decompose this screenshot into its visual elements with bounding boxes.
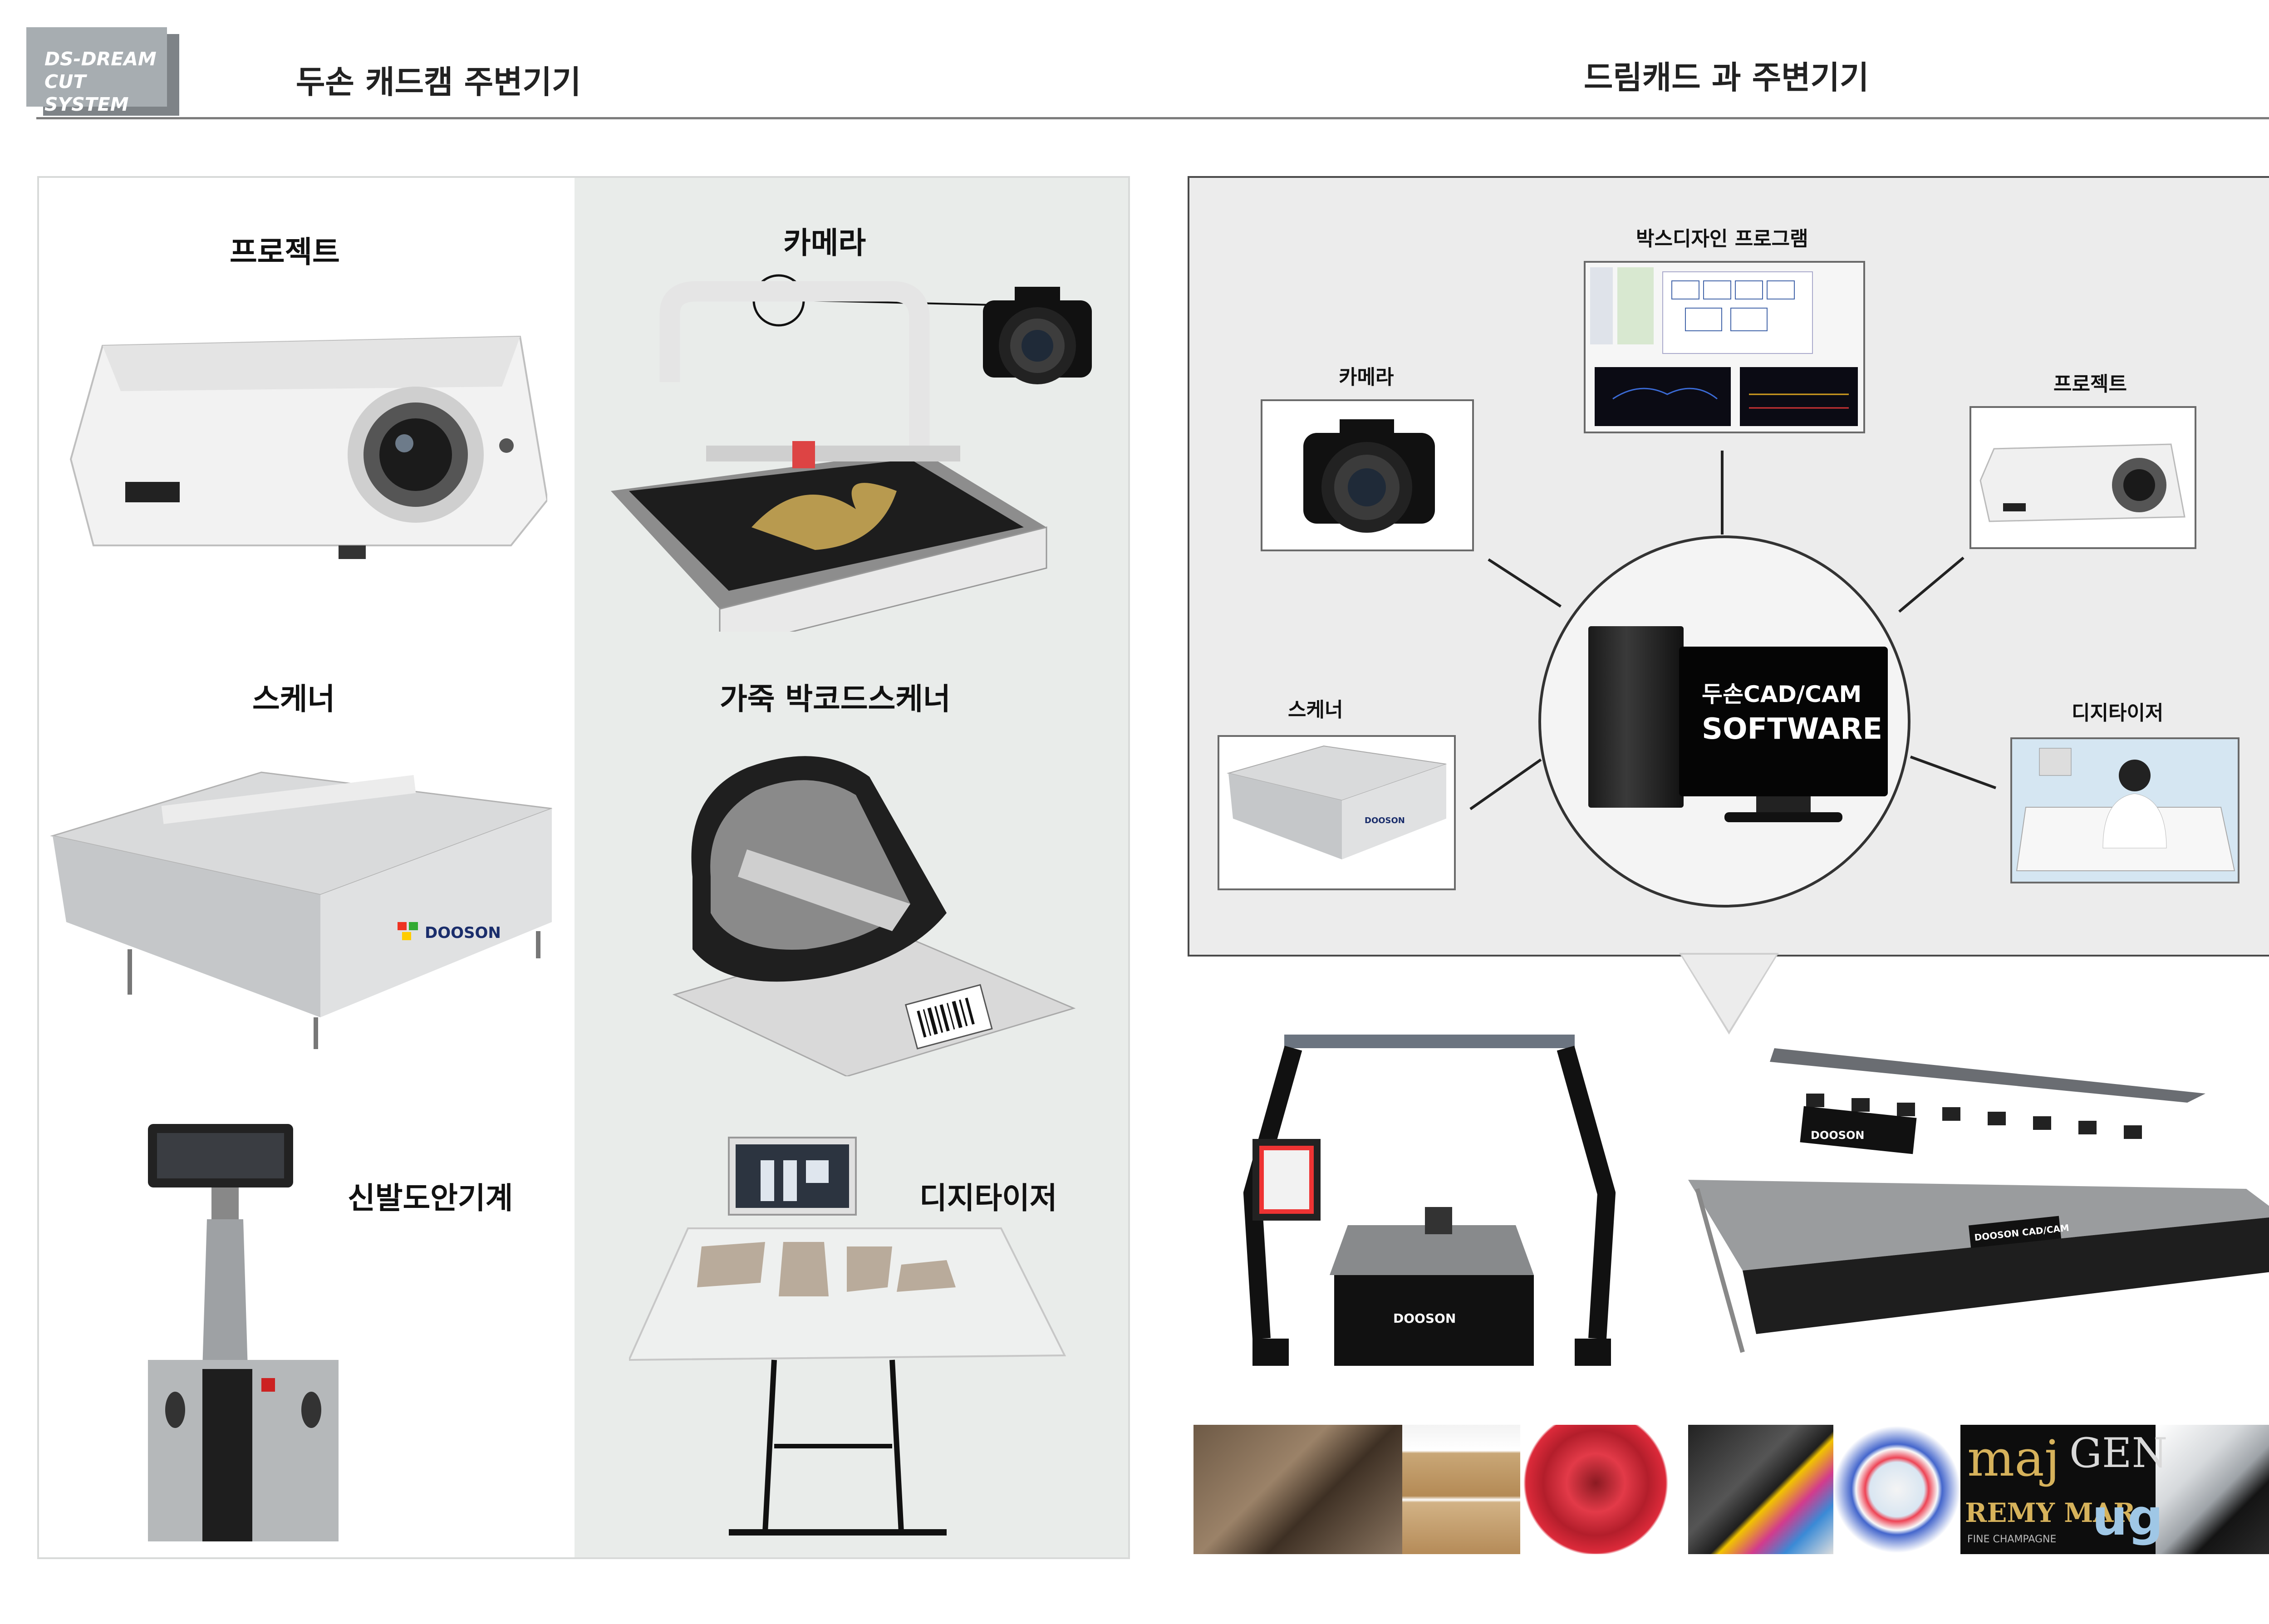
grid-cell-barcode-scanner: 가죽 박코드스케너: [575, 636, 1128, 1097]
diagram-camera-box: [1261, 399, 1474, 551]
digitizer-image: [629, 1137, 1066, 1536]
camera-table-image: [611, 274, 1092, 632]
barcode-scanner-image: [672, 756, 1076, 1076]
sample-acrylic-letters-tile: maj GEN REMY MAR FINE CHAMPAGNE ug: [1960, 1425, 2167, 1554]
barcode-scanner-label: 가죽 박코드스케너: [720, 682, 951, 716]
right-section-title: 드림캐드 과 주변기기: [1584, 59, 1869, 96]
callout-pointer-fill: [1682, 955, 1776, 1031]
left-section-title: 두손 캐드캠 주변기기: [296, 64, 581, 101]
diagram-digitizer-image: [2012, 739, 2238, 882]
diagram-projector-image: [1979, 443, 2186, 522]
monitor-base: [1724, 812, 1842, 822]
diagram-camera-image: [1303, 419, 1435, 533]
sample-filter-tile: [2156, 1425, 2269, 1554]
diagram-projector-box: [1969, 406, 2196, 549]
projector-label: 프로젝트: [230, 235, 340, 270]
grid-cell-digitizer: 디지타이저: [575, 1097, 1128, 1557]
header-divider: [36, 117, 2269, 119]
scanner-label: 스케너: [252, 682, 335, 716]
logo: DS-DREAM CUT SYSTEM: [26, 27, 167, 115]
acrylic-text-5: ug: [2092, 1488, 2164, 1546]
diagram-projector-label: 프로젝트: [2053, 373, 2127, 396]
shoe-machine-label: 신발도안기계: [348, 1181, 513, 1216]
connector-box-design: [1721, 451, 1724, 535]
shoe-machine-image: [148, 1124, 339, 1541]
acrylic-text-1: maj: [1967, 1429, 2060, 1487]
acrylic-text-3: REMY MAR: [1965, 1497, 2136, 1528]
logo-line-2: SYSTEM: [44, 93, 129, 115]
acrylic-text-4: FINE CHAMPAGNE: [1967, 1534, 2057, 1545]
grid-cell-camera: 카메라: [575, 178, 1128, 636]
sample-products-strip: maj GEN REMY MAR FINE CHAMPAGNE ug: [1193, 1425, 2269, 1554]
diagram-camera-label: 카메라: [1339, 366, 1394, 389]
grid-cell-scanner: 스케너 DOOSON: [39, 636, 575, 1097]
software-label: SOFTWARE: [1702, 712, 1883, 746]
monitor-stand: [1756, 796, 1811, 814]
grid-cell-shoe-machine: 신발도안기계: [39, 1097, 575, 1557]
box-design-screenshot: [1584, 261, 1865, 433]
monitor-icon: [1679, 647, 1888, 796]
diagram-digitizer-box: [2010, 737, 2240, 883]
diagram-scanner-label: 스케너: [1288, 698, 1343, 721]
large-cutting-machine-image: DOOSON DOOSON CAD/CAM: [1688, 1048, 2269, 1353]
camera-icon: [983, 287, 1092, 384]
digitizer-label: 디지타이저: [919, 1181, 1057, 1216]
camera-label: 카메라: [783, 226, 866, 260]
brand-left: DOOSON: [1393, 1311, 1456, 1326]
software-name: 두손CAD/CAM: [1702, 681, 1862, 707]
sample-box-tile: [1402, 1425, 1520, 1554]
diagram-scanner-box: DOOSON: [1218, 735, 1456, 890]
box-design-label: 박스디자인 프로그램: [1636, 227, 1808, 250]
scanner-image: DOOSON: [50, 771, 552, 1049]
grid-cell-projector: 프로젝트: [39, 178, 575, 636]
svg-text:DOOSON: DOOSON: [425, 924, 501, 942]
acrylic-text-2: GEN: [2069, 1429, 2168, 1477]
sample-leather-tile: [1193, 1425, 1402, 1554]
pc-tower-icon: [1588, 626, 1684, 808]
diagram-digitizer-label: 디지타이저: [2072, 702, 2164, 725]
box-design-image: [1586, 263, 1863, 432]
diagram-scanner-image: DOOSON: [1227, 745, 1447, 859]
projector-image: [69, 335, 547, 559]
camera-cutting-machine-image: DOOSON: [1243, 1035, 1616, 1366]
brand-right: DOOSON: [1811, 1129, 1865, 1142]
peripherals-grid: 프로젝트 카메라: [37, 176, 1130, 1559]
sample-stickers-tile: [1833, 1425, 1960, 1554]
logo-line-1: DS-DREAM CUT: [44, 48, 157, 93]
sample-foam-tile: [1688, 1425, 1833, 1554]
sample-felt-tile: [1520, 1425, 1688, 1554]
svg-text:DOOSON: DOOSON: [1365, 816, 1405, 825]
